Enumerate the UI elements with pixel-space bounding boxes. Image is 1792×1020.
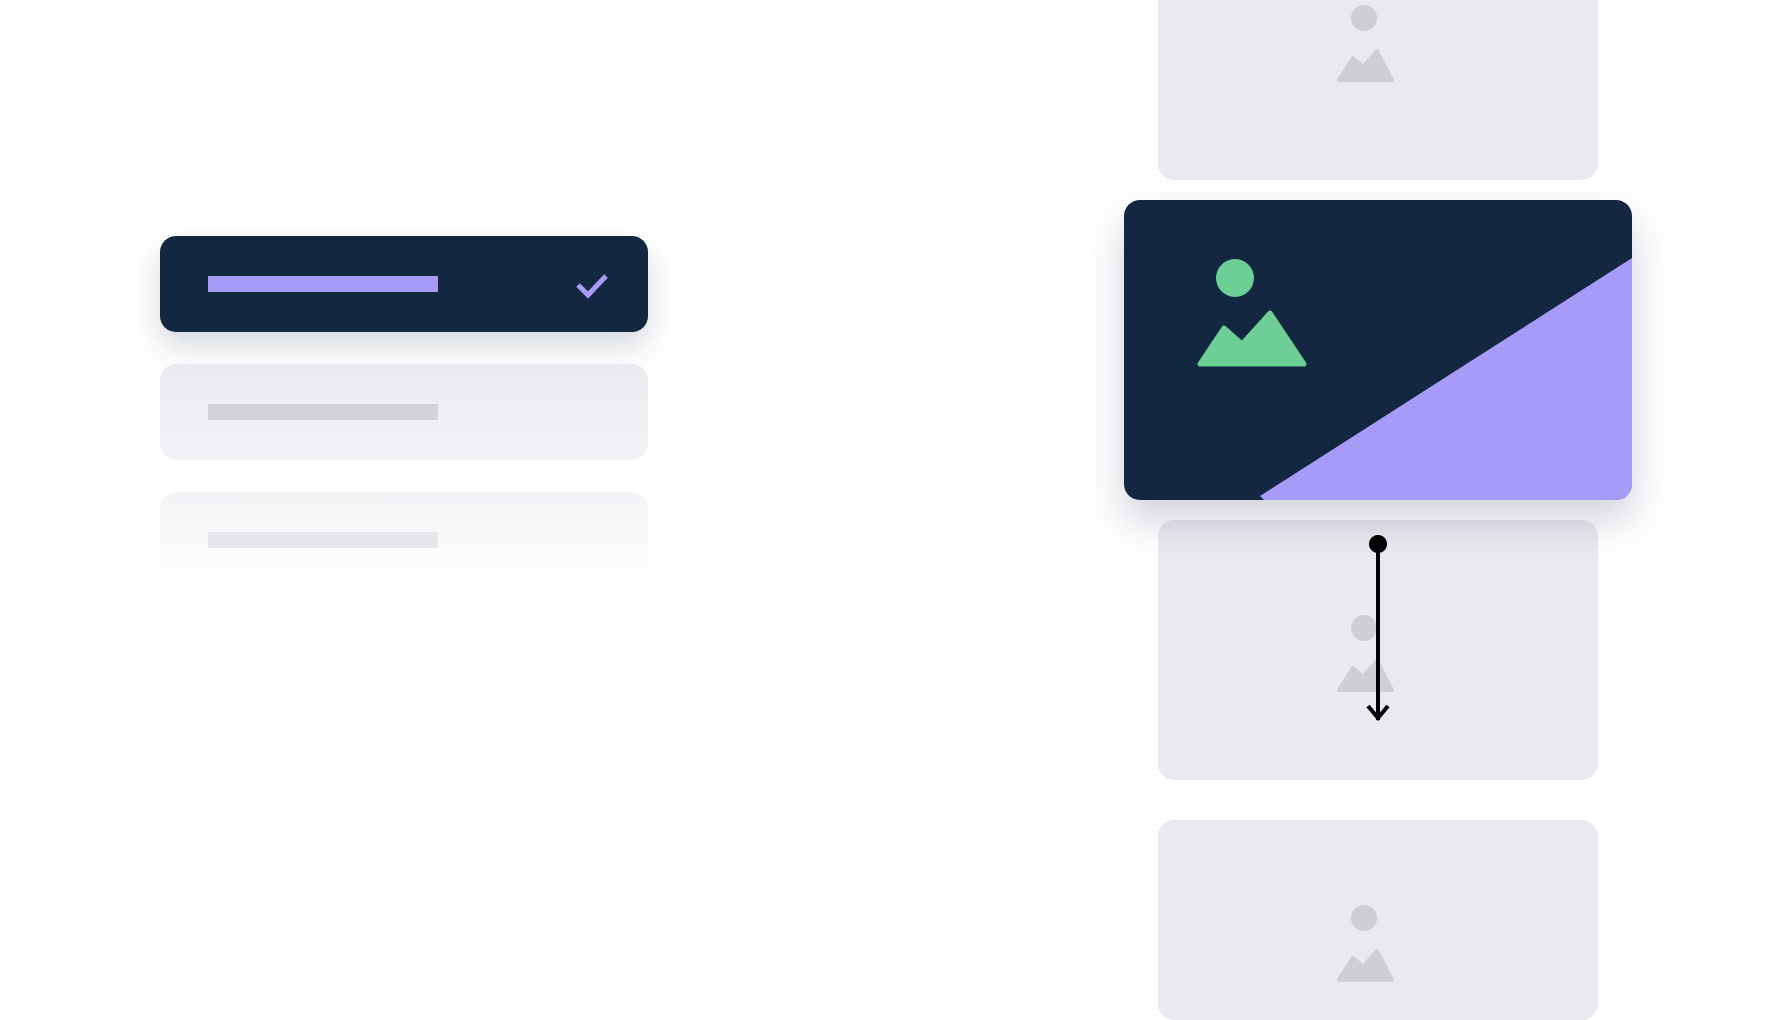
list-item[interactable] <box>160 364 648 460</box>
image-placeholder-icon <box>1337 905 1394 982</box>
image-card-placeholder[interactable] <box>1158 0 1598 180</box>
list-item-label-bar <box>208 276 438 292</box>
image-placeholder-icon <box>1337 5 1394 82</box>
list-item-faded <box>160 492 648 588</box>
image-icon <box>1197 259 1307 367</box>
arrow-down-icon <box>1366 535 1390 722</box>
accent-shape <box>1260 258 1632 500</box>
list-item-label-bar <box>208 404 438 420</box>
image-card-active[interactable] <box>1124 200 1632 500</box>
list-item-label-bar <box>208 532 438 548</box>
check-icon <box>576 274 608 299</box>
image-card-placeholder[interactable] <box>1158 820 1598 1020</box>
list-item-selected[interactable] <box>160 236 648 332</box>
